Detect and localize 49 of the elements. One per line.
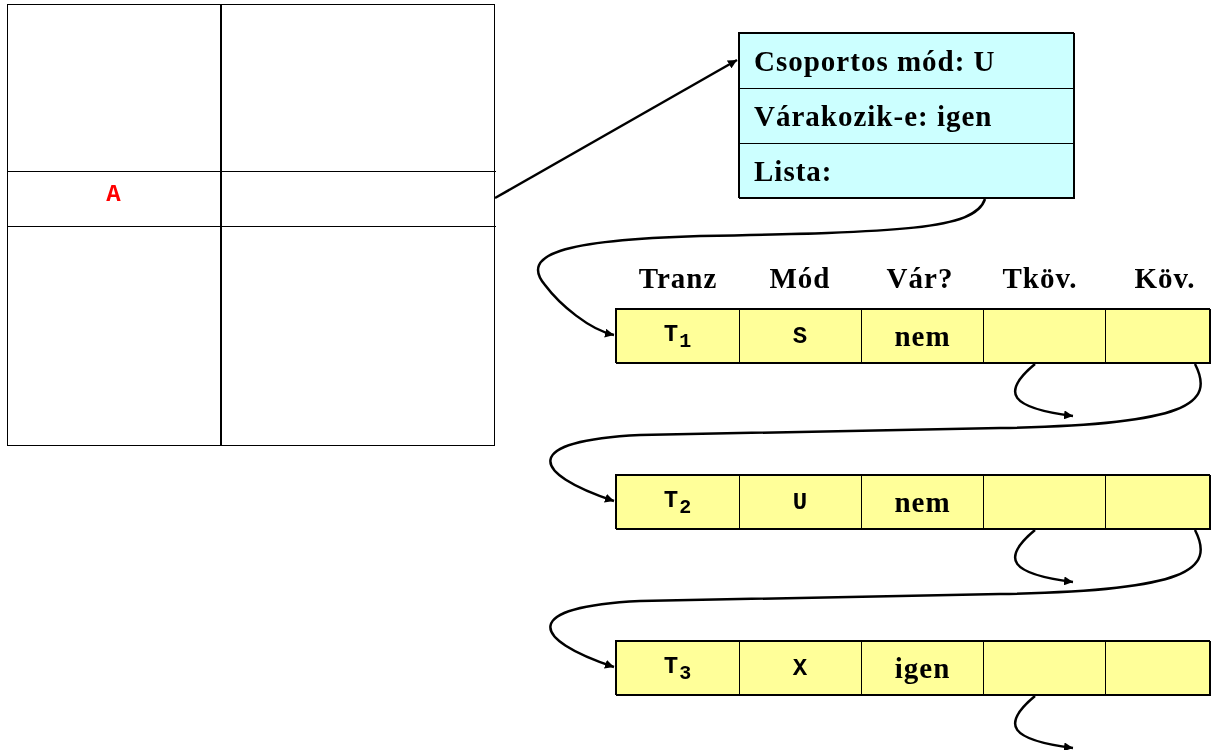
info-row — [739, 143, 1075, 199]
lock-info-box — [738, 32, 1074, 198]
record-cell — [616, 475, 740, 530]
list-record — [615, 474, 1210, 529]
arrow — [550, 363, 1202, 503]
record-cell — [983, 309, 1106, 364]
cell-text: X — [792, 655, 809, 682]
arrow — [1014, 695, 1074, 750]
field-text: Várakozik-e: igen — [754, 99, 993, 133]
table-row — [8, 171, 496, 227]
record-cell — [861, 309, 984, 364]
cell-text: T$_{1}$ — [663, 320, 693, 353]
record-cell — [983, 641, 1106, 696]
column-header: Tranz — [638, 262, 718, 295]
list-record — [615, 640, 1210, 695]
arrow — [550, 529, 1202, 669]
list-record — [615, 308, 1210, 363]
cell-text: T$_{2}$ — [663, 486, 693, 519]
record-cell — [983, 475, 1106, 530]
column-header: Mód — [769, 262, 831, 295]
record-cell — [616, 641, 740, 696]
cell-text: A — [105, 181, 123, 208]
arrow — [1014, 363, 1074, 420]
record-cell — [861, 641, 984, 696]
record-cell — [1105, 641, 1211, 696]
arrow — [1014, 529, 1074, 586]
column-header: Vár? — [886, 262, 954, 295]
record-cell — [1105, 475, 1211, 530]
cell-text: S — [792, 323, 809, 350]
column-header: Tköv. — [1002, 262, 1078, 295]
field-text: Lista: — [754, 154, 833, 188]
column-header: Köv. — [1134, 262, 1196, 295]
hash-table — [7, 4, 495, 446]
cell-text: igen — [894, 652, 951, 685]
record-cell — [739, 641, 862, 696]
cell-text: U — [792, 489, 809, 516]
field-text: Csoportos mód: U — [754, 44, 996, 78]
record-cell — [1105, 309, 1211, 364]
info-row — [739, 33, 1075, 89]
record-cell — [861, 475, 984, 530]
cell-text: nem — [894, 320, 951, 353]
record-cell — [739, 309, 862, 364]
cell-text: nem — [894, 486, 951, 519]
record-cell — [616, 309, 740, 364]
info-row — [739, 88, 1075, 144]
arrow — [494, 58, 738, 200]
cell-text: T$_{3}$ — [663, 652, 693, 685]
record-cell — [739, 475, 862, 530]
arrow — [536, 198, 987, 337]
